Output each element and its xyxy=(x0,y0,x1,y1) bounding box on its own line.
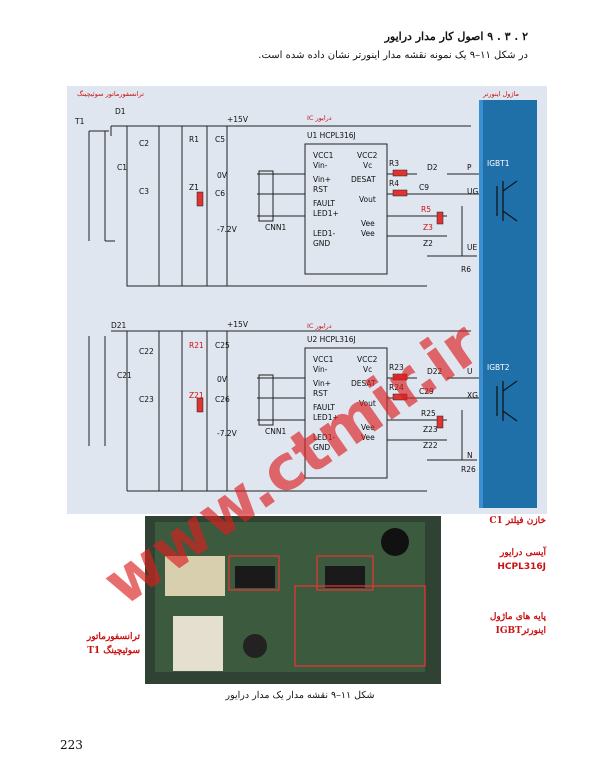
svg-text:R23: R23 xyxy=(389,363,404,372)
svg-text:C22: C22 xyxy=(139,347,154,356)
svg-text:DESAT: DESAT xyxy=(351,379,376,388)
svg-text:N: N xyxy=(467,451,473,460)
svg-text:Z21: Z21 xyxy=(189,391,204,400)
label-transformer-2: سوئیچینگ T1 xyxy=(87,646,140,656)
section-heading: ۲ . ۳ . ۹ اصول کار مدار درایور xyxy=(384,30,528,43)
svg-text:Z3: Z3 xyxy=(423,223,433,232)
svg-text:C6: C6 xyxy=(215,189,225,198)
label-filter-capacitor: خازن فیلتر C1 xyxy=(489,516,546,526)
svg-text:D2: D2 xyxy=(427,163,438,172)
svg-text:R4: R4 xyxy=(389,179,399,188)
svg-text:R5: R5 xyxy=(421,205,431,214)
svg-text:C9: C9 xyxy=(419,183,429,192)
label-U1: U1 HCPL316J xyxy=(307,131,356,140)
svg-text:Vin-: Vin- xyxy=(313,161,328,170)
svg-text:-7.2V: -7.2V xyxy=(217,429,238,438)
svg-text:R25: R25 xyxy=(421,409,436,418)
svg-text:Vout: Vout xyxy=(359,195,376,204)
page-number: 223 xyxy=(60,738,83,752)
label-U2: U2 HCPL316J xyxy=(307,335,356,344)
svg-text:DESAT: DESAT xyxy=(351,175,376,184)
svg-text:Vin-: Vin- xyxy=(313,365,328,374)
label-driver-ic-top: IC درایور xyxy=(307,114,332,122)
driver-board-photo xyxy=(145,516,441,684)
svg-text:R21: R21 xyxy=(189,341,204,350)
svg-text:Vin+: Vin+ xyxy=(313,379,331,388)
svg-text:C1: C1 xyxy=(117,163,127,172)
label-72v-top: -7.2V xyxy=(217,225,238,234)
svg-text:CNN1: CNN1 xyxy=(265,427,286,436)
svg-text:LED1-: LED1- xyxy=(313,229,335,238)
svg-text:LED1-: LED1- xyxy=(313,433,335,442)
svg-text:FAULT: FAULT xyxy=(313,199,335,208)
label-D21: D21 xyxy=(111,321,127,330)
svg-text:C21: C21 xyxy=(117,371,132,380)
igbt-module-block xyxy=(481,100,537,508)
svg-text:C23: C23 xyxy=(139,395,154,404)
svg-text:C25: C25 xyxy=(215,341,230,350)
svg-text:Z2: Z2 xyxy=(423,239,433,248)
svg-text:LED1+: LED1+ xyxy=(313,209,339,218)
svg-text:Vc: Vc xyxy=(363,365,372,374)
figure-caption: شکل ۱۱–۹ نقشه مدار یک مدار درایور xyxy=(225,690,375,701)
svg-text:Vee: Vee xyxy=(361,423,375,432)
label-igbt-pins: پایه های ماژول xyxy=(489,612,546,622)
svg-text:UG: UG xyxy=(467,187,478,196)
svg-text:IGBT1: IGBT1 xyxy=(487,159,510,168)
svg-text:0V: 0V xyxy=(217,375,228,384)
svg-text:VCC2: VCC2 xyxy=(357,355,378,364)
svg-text:VCC1: VCC1 xyxy=(313,355,334,364)
svg-text:FAULT: FAULT xyxy=(313,403,335,412)
svg-text:Vee: Vee xyxy=(361,219,375,228)
svg-text:CNN1: CNN1 xyxy=(265,223,286,232)
svg-text:Vee: Vee xyxy=(361,433,375,442)
label-15v-top: +15V xyxy=(227,115,249,124)
svg-text:UE: UE xyxy=(467,243,477,252)
svg-text:RST: RST xyxy=(313,389,328,398)
label-0v-top: 0V xyxy=(217,171,228,180)
svg-text:Z1: Z1 xyxy=(189,183,199,192)
svg-text:+15V: +15V xyxy=(227,320,249,329)
label-transformer-1: ترانسفورماتور xyxy=(86,632,140,642)
svg-text:RST: RST xyxy=(313,185,328,194)
svg-text:C2: C2 xyxy=(139,139,149,148)
label-D1: D1 xyxy=(115,107,126,116)
svg-text:GND: GND xyxy=(313,239,330,248)
label-driver-ic: آیسی درایور xyxy=(499,548,546,558)
svg-text:Vc: Vc xyxy=(363,161,372,170)
svg-text:Vee: Vee xyxy=(361,229,375,238)
svg-text:Vin+: Vin+ xyxy=(313,175,331,184)
svg-text:R3: R3 xyxy=(389,159,399,168)
svg-text:R24: R24 xyxy=(389,383,404,392)
svg-text:P: P xyxy=(467,163,472,172)
svg-text:GND: GND xyxy=(313,443,330,452)
svg-text:R26: R26 xyxy=(461,465,476,474)
label-igbt-pins-2: اینورترIGBT xyxy=(495,626,546,636)
svg-text:R6: R6 xyxy=(461,265,471,274)
svg-text:C3: C3 xyxy=(139,187,149,196)
intro-paragraph: در شکل ۱۱–۹ یک نمونه نقشه مدار اینورتر ن… xyxy=(258,50,528,61)
label-igbt-module: ماژول اینورتر xyxy=(482,90,519,98)
board-illustration xyxy=(145,516,441,684)
svg-text:C5: C5 xyxy=(215,135,225,144)
svg-text:XG: XG xyxy=(467,391,478,400)
label-driver-ic-part: HCPL316J xyxy=(497,562,546,572)
label-driver-ic-bottom: IC درایور xyxy=(307,322,332,330)
label-T1: T1 xyxy=(74,117,85,126)
svg-text:R1: R1 xyxy=(189,135,199,144)
svg-text:Vout: Vout xyxy=(359,399,376,408)
schematic-drawing: T1 D1 U1 HCPL316J +15V 0V -7.2V VCC1Vin-… xyxy=(74,90,537,508)
svg-text:D22: D22 xyxy=(427,367,443,376)
svg-text:U: U xyxy=(467,367,473,376)
svg-text:LED1+: LED1+ xyxy=(313,413,339,422)
svg-text:VCC2: VCC2 xyxy=(357,151,378,160)
svg-text:C26: C26 xyxy=(215,395,230,404)
svg-text:C29: C29 xyxy=(419,387,434,396)
label-transformer-top: ترانسفورماتور سوئیچینگ xyxy=(77,90,144,98)
svg-text:Z23: Z23 xyxy=(423,425,438,434)
svg-text:Z22: Z22 xyxy=(423,441,438,450)
svg-text:IGBT2: IGBT2 xyxy=(487,363,510,372)
svg-text:VCC1: VCC1 xyxy=(313,151,334,160)
